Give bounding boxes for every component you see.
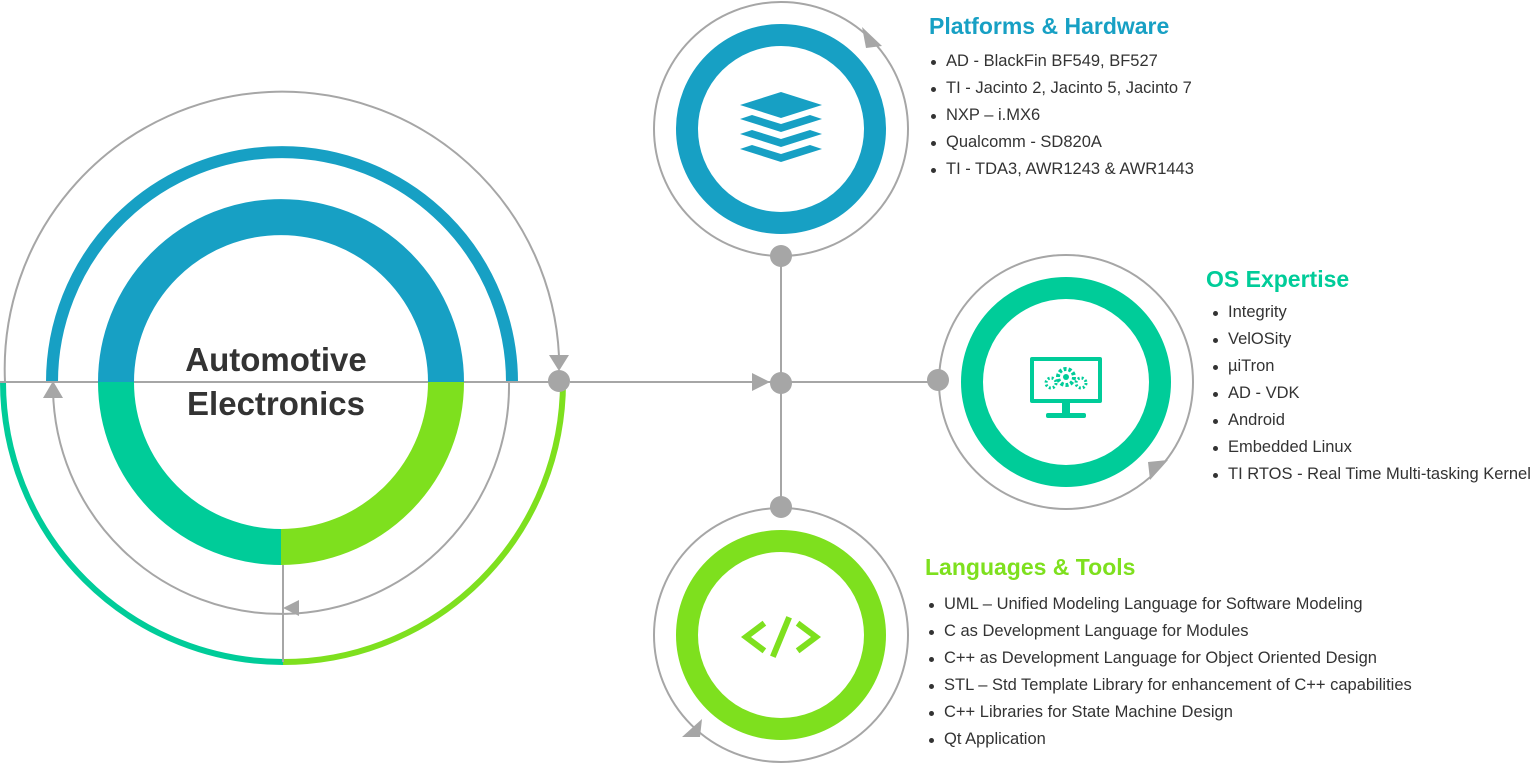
os-circle [938,254,1194,510]
inner-orbit-arrow-up [43,381,63,398]
inner-orbit-arrow-left [283,600,299,616]
list-item: Android [1211,407,1531,434]
os-orbit [938,254,1194,510]
os-node [927,369,949,391]
list-item: UML – Unified Modeling Language for Soft… [927,591,1412,618]
platforms-list: AD - BlackFin BF549, BF527 TI - Jacinto … [929,48,1194,183]
list-item: C++ as Development Language for Object O… [927,645,1412,672]
list-item: NXP – i.MX6 [929,102,1194,129]
languages-orbit [653,507,909,763]
center-title-line2: Electronics [187,385,365,422]
list-item: C++ Libraries for State Machine Design [927,699,1412,726]
inner-blue-ring [98,199,464,383]
os-ring [961,277,1171,487]
outer-teal-ring [0,381,284,665]
outer-orbit-arc [3,90,560,383]
list-item: TI RTOS - Real Time Multi-tasking Kernel [1211,461,1531,488]
languages-title: Languages & Tools [925,554,1136,580]
layers-icon [740,92,822,162]
connector-arrow-head [752,373,770,391]
platforms-ring [676,24,886,234]
languages-orbit-arrow [682,719,702,737]
list-item: TI - Jacinto 2, Jacinto 5, Jacinto 7 [929,75,1194,102]
languages-circle [653,507,909,763]
inner-teal-ring [98,381,282,565]
list-item: AD - BlackFin BF549, BF527 [929,48,1194,75]
list-item: TI - TDA3, AWR1243 & AWR1443 [929,156,1194,183]
outer-blue-ring [46,146,518,383]
languages-ring [676,530,886,740]
list-item: AD - VDK [1211,380,1531,407]
list-item: Qualcomm - SD820A [929,129,1194,156]
platforms-orbit [653,1,909,257]
list-item: VelOSity [1211,326,1531,353]
languages-list: UML – Unified Modeling Language for Soft… [927,591,1412,753]
inner-green-ring [280,381,464,565]
center-title: Automotive Electronics [150,338,402,426]
platforms-circle [653,1,909,257]
hub-node [548,370,570,392]
os-orbit-arrow [1148,460,1168,480]
center-title-line1: Automotive [185,341,367,378]
list-item: STL – Std Template Library for enhanceme… [927,672,1412,699]
list-item: Integrity [1211,299,1531,326]
list-item: µiTron [1211,353,1531,380]
platforms-orbit-arrow [862,27,882,48]
os-list: Integrity VelOSity µiTron AD - VDK Andro… [1211,299,1531,488]
list-item: Embedded Linux [1211,434,1531,461]
outer-green-ring [282,381,566,665]
code-brackets-icon [741,616,821,658]
os-title: OS Expertise [1206,266,1350,292]
list-item: C as Development Language for Modules [927,618,1412,645]
monitor-gears-icon [1030,357,1102,418]
inner-orbit-arc [52,381,511,616]
junction-node [770,372,792,394]
platforms-title: Platforms & Hardware [929,13,1170,39]
list-item: Qt Application [927,726,1412,753]
connectors [570,245,949,518]
central-hub [0,90,570,665]
orbit-arrow-head [549,355,569,371]
